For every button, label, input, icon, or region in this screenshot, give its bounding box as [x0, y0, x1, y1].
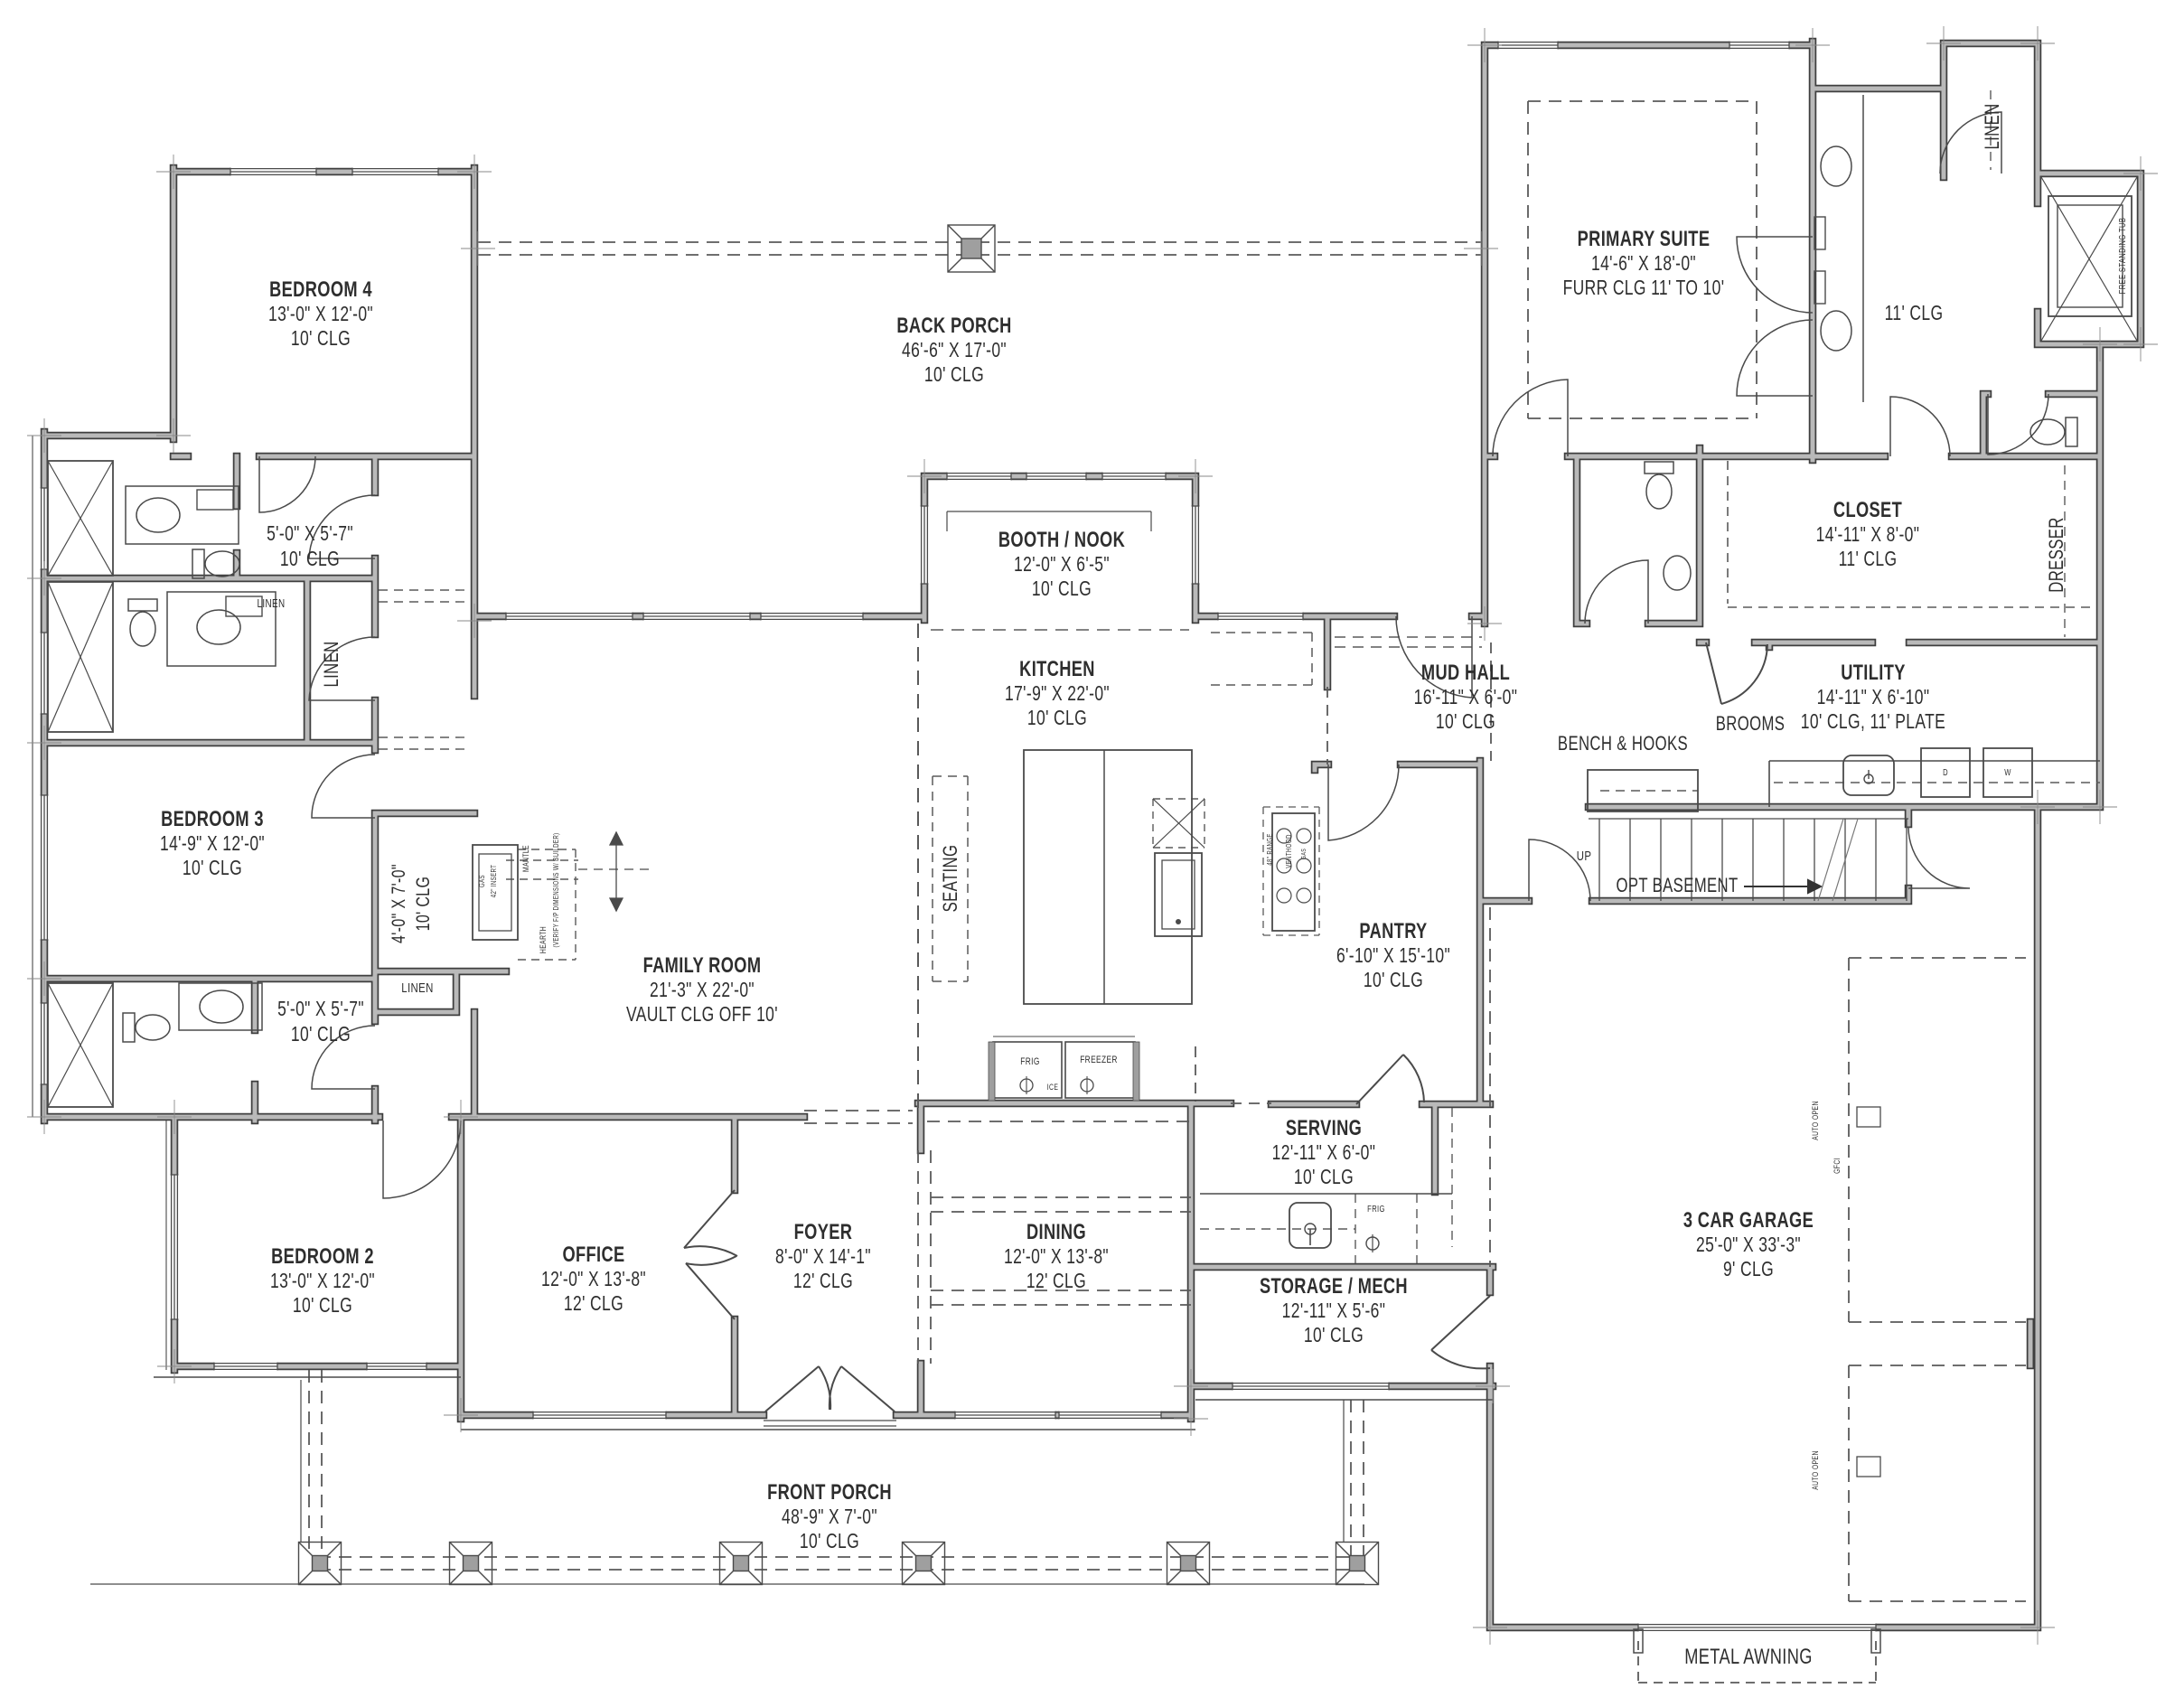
svg-text:14'-11" X 8'-0": 14'-11" X 8'-0"	[1816, 524, 1920, 547]
svg-text:GFCI: GFCI	[1832, 1158, 1842, 1174]
svg-text:LINEN: LINEN	[321, 641, 343, 687]
svg-text:LINEN: LINEN	[258, 598, 286, 611]
svg-text:METAL AWNING: METAL AWNING	[1684, 1645, 1813, 1669]
svg-text:10' CLG: 10' CLG	[291, 1024, 351, 1046]
svg-text:SEATING: SEATING	[940, 845, 962, 913]
svg-text:LINEN: LINEN	[401, 980, 433, 995]
svg-text:BROOMS: BROOMS	[1716, 713, 1786, 736]
svg-text:FRIG: FRIG	[1367, 1204, 1385, 1214]
svg-text:BOOTH / NOOK: BOOTH / NOOK	[998, 528, 1125, 552]
svg-text:(VERIFY F/P DIMENSIONS W/ BUIL: (VERIFY F/P DIMENSIONS W/ BUILDER)	[552, 832, 560, 947]
svg-text:10' CLG, 11' PLATE: 10' CLG, 11' PLATE	[1801, 711, 1945, 734]
svg-text:14'-11" X 6'-10": 14'-11" X 6'-10"	[1817, 687, 1930, 709]
svg-text:14'-6" X 18'-0": 14'-6" X 18'-0"	[1591, 253, 1696, 276]
svg-text:AUTO OPEN: AUTO OPEN	[1811, 1101, 1820, 1140]
svg-text:12'-11" X 5'-6": 12'-11" X 5'-6"	[1282, 1300, 1386, 1323]
svg-text:10' CLG: 10' CLG	[1436, 711, 1495, 734]
svg-text:BEDROOM 3: BEDROOM 3	[161, 807, 264, 831]
svg-text:FREE STANDING TUB: FREE STANDING TUB	[2117, 218, 2127, 295]
svg-text:MANTLE: MANTLE	[521, 845, 530, 872]
svg-text:5'-0" X 5'-7": 5'-0" X 5'-7"	[267, 523, 353, 546]
svg-text:12'-11" X 6'-0": 12'-11" X 6'-0"	[1272, 1142, 1376, 1165]
svg-text:48'-9" X 7'-0": 48'-9" X 7'-0"	[782, 1506, 877, 1529]
svg-text:12'-0" X 13'-8": 12'-0" X 13'-8"	[541, 1269, 646, 1291]
svg-text:BACK PORCH: BACK PORCH	[896, 314, 1011, 338]
svg-text:DRESSER: DRESSER	[2046, 517, 2068, 592]
svg-text:9' CLG: 9' CLG	[1723, 1259, 1774, 1281]
svg-text:14'-9" X 12'-0": 14'-9" X 12'-0"	[160, 833, 265, 856]
svg-text:5'-0" X 5'-7": 5'-0" X 5'-7"	[277, 999, 364, 1021]
svg-text:10' CLG: 10' CLG	[1027, 708, 1087, 730]
svg-text:11' CLG: 11' CLG	[1839, 549, 1898, 571]
svg-text:10' CLG: 10' CLG	[1294, 1167, 1354, 1189]
svg-text:10' CLG: 10' CLG	[1364, 970, 1423, 992]
svg-text:BEDROOM 2: BEDROOM 2	[271, 1244, 374, 1269]
svg-text:3 CAR GARAGE: 3 CAR GARAGE	[1683, 1208, 1814, 1233]
svg-text:10' CLG: 10' CLG	[412, 877, 434, 932]
svg-text:AUTO OPEN: AUTO OPEN	[1811, 1450, 1820, 1490]
svg-text:VAULT CLG OFF 10': VAULT CLG OFF 10'	[626, 1004, 778, 1027]
svg-text:PRIMARY SUITE: PRIMARY SUITE	[1578, 227, 1711, 251]
svg-text:11' CLG: 11' CLG	[1885, 303, 1944, 325]
svg-text:ICE: ICE	[1047, 1083, 1059, 1092]
svg-text:10' CLG: 10' CLG	[1304, 1325, 1364, 1347]
svg-text:FURR CLG 11' TO 10': FURR CLG 11' TO 10'	[1563, 277, 1725, 300]
svg-text:42" INSERT: 42" INSERT	[490, 865, 498, 898]
svg-text:OFFICE: OFFICE	[562, 1243, 624, 1267]
svg-text:FRONT PORCH: FRONT PORCH	[767, 1480, 892, 1505]
svg-text:13'-0" X 12'-0": 13'-0" X 12'-0"	[268, 304, 373, 326]
svg-text:6'-10" X 15'-10": 6'-10" X 15'-10"	[1336, 945, 1450, 968]
svg-text:KITCHEN: KITCHEN	[1019, 657, 1095, 681]
svg-text:FRIG: FRIG	[1020, 1056, 1039, 1067]
svg-text:10' CLG: 10' CLG	[280, 549, 340, 571]
svg-text:CLOSET: CLOSET	[1833, 498, 1902, 522]
svg-text:12'-0" X 13'-8": 12'-0" X 13'-8"	[1004, 1246, 1109, 1269]
svg-text:FAMILY ROOM: FAMILY ROOM	[643, 953, 762, 978]
svg-text:10' CLG: 10' CLG	[800, 1531, 859, 1553]
svg-text:12' CLG: 12' CLG	[564, 1293, 623, 1316]
svg-text:SERVING: SERVING	[1286, 1116, 1362, 1140]
svg-text:UP: UP	[1577, 848, 1592, 863]
svg-text:10' CLG: 10' CLG	[1032, 578, 1092, 601]
svg-text:GAS: GAS	[478, 875, 486, 887]
svg-text:BEDROOM 4: BEDROOM 4	[269, 277, 372, 302]
svg-text:UTILITY: UTILITY	[1841, 661, 1906, 685]
svg-text:12'-0" X 6'-5": 12'-0" X 6'-5"	[1014, 554, 1110, 577]
svg-text:VENTHOOD: VENTHOOD	[1285, 834, 1293, 868]
svg-text:W: W	[2004, 767, 2011, 777]
svg-text:12' CLG: 12' CLG	[793, 1271, 853, 1293]
svg-text:BENCH & HOOKS: BENCH & HOOKS	[1558, 733, 1688, 755]
svg-text:10' CLG: 10' CLG	[183, 858, 242, 880]
svg-text:PANTRY: PANTRY	[1359, 919, 1427, 943]
svg-text:21'-3" X 22'-0": 21'-3" X 22'-0"	[650, 980, 755, 1002]
svg-text:46'-6" X 17'-0": 46'-6" X 17'-0"	[902, 340, 1007, 362]
svg-text:17'-9" X 22'-0": 17'-9" X 22'-0"	[1005, 683, 1110, 706]
svg-text:DINING: DINING	[1026, 1220, 1086, 1244]
svg-text:10' CLG: 10' CLG	[293, 1295, 352, 1318]
svg-text:13'-0" X 12'-0": 13'-0" X 12'-0"	[270, 1271, 375, 1293]
svg-text:16'-11" X 6'-0": 16'-11" X 6'-0"	[1414, 687, 1518, 709]
svg-text:FOYER: FOYER	[794, 1220, 853, 1244]
svg-text:MUD HALL: MUD HALL	[1421, 661, 1510, 685]
svg-text:HEARTH: HEARTH	[539, 926, 548, 953]
svg-text:FREEZER: FREEZER	[1080, 1055, 1118, 1065]
svg-text:8'-0" X 14'-1": 8'-0" X 14'-1"	[775, 1246, 871, 1269]
svg-text:25'-0" X 33'-3": 25'-0" X 33'-3"	[1696, 1234, 1801, 1257]
svg-text:4'-0" X 7'-0": 4'-0" X 7'-0"	[388, 864, 409, 943]
svg-text:48" RANGE: 48" RANGE	[1266, 833, 1274, 866]
svg-text:10' CLG: 10' CLG	[924, 364, 984, 387]
svg-text:10' CLG: 10' CLG	[291, 328, 351, 351]
svg-text:12' CLG: 12' CLG	[1026, 1271, 1086, 1293]
svg-text:GAS: GAS	[1300, 849, 1308, 859]
svg-text:D: D	[1943, 767, 1948, 777]
svg-text:STORAGE / MECH: STORAGE / MECH	[1260, 1274, 1408, 1299]
svg-text:OPT BASEMENT: OPT BASEMENT	[1616, 875, 1738, 897]
svg-text:LINEN: LINEN	[1982, 103, 2004, 149]
